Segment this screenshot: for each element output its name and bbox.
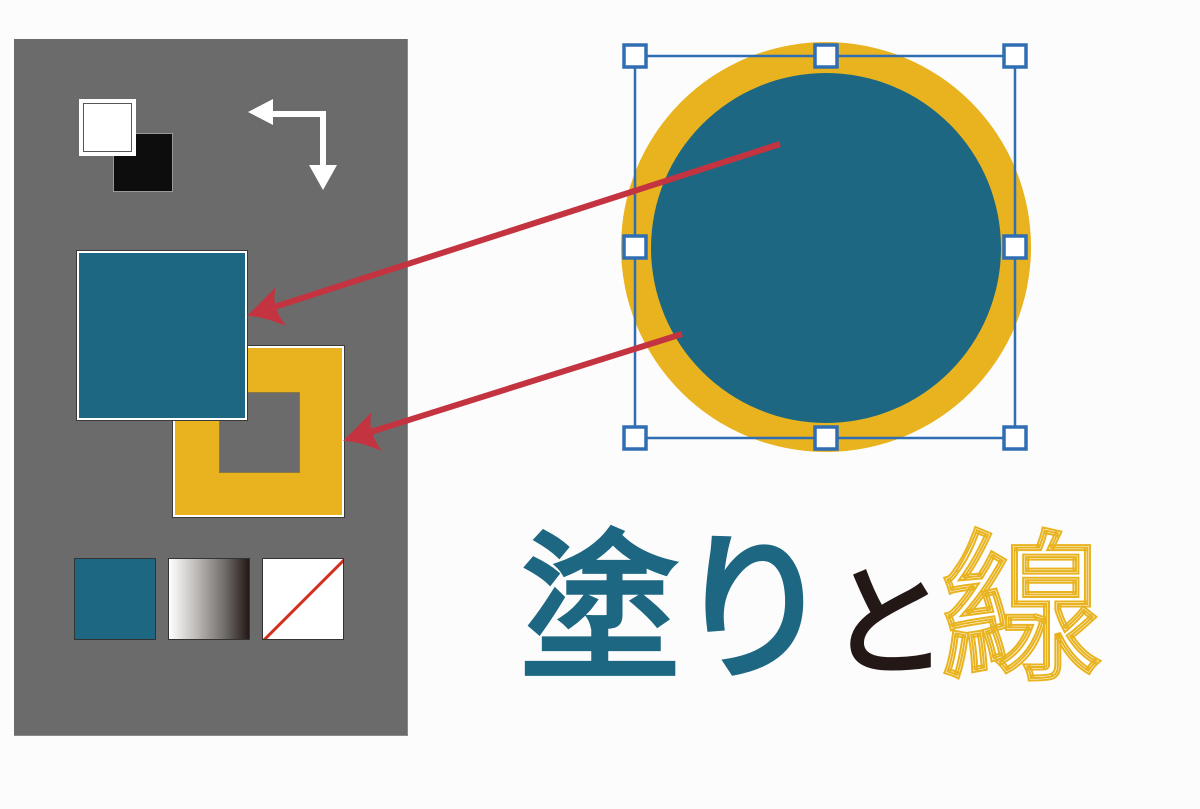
none-mode-button[interactable]: [262, 558, 344, 640]
default-fill-icon[interactable]: [79, 99, 136, 156]
fill-swatch[interactable]: [76, 250, 248, 421]
circle-fill: [651, 73, 1001, 423]
handle-top-right: [1002, 43, 1028, 69]
circle-stroke: [621, 42, 1031, 452]
handle-middle-right: [1002, 234, 1028, 260]
handle-bottom-left: [622, 425, 648, 451]
handle-top-center: [813, 43, 839, 69]
caption-title: 塗りと線: [520, 515, 1103, 705]
color-mode-button[interactable]: [74, 558, 156, 640]
circle-object[interactable]: [621, 42, 1031, 452]
caption-stroke-text: 線: [941, 515, 1103, 704]
none-slash-icon: [263, 559, 343, 639]
handle-top-left: [622, 43, 648, 69]
swap-fill-stroke-icon[interactable]: [245, 95, 345, 195]
handle-bottom-right: [1002, 425, 1028, 451]
gradient-mode-button[interactable]: [168, 558, 250, 640]
caption-and-text: と: [828, 555, 948, 694]
handle-bottom-center: [813, 425, 839, 451]
caption-fill-text: 塗り: [520, 516, 834, 703]
handle-middle-left: [622, 234, 648, 260]
selection-bounding-box[interactable]: [622, 43, 1028, 451]
